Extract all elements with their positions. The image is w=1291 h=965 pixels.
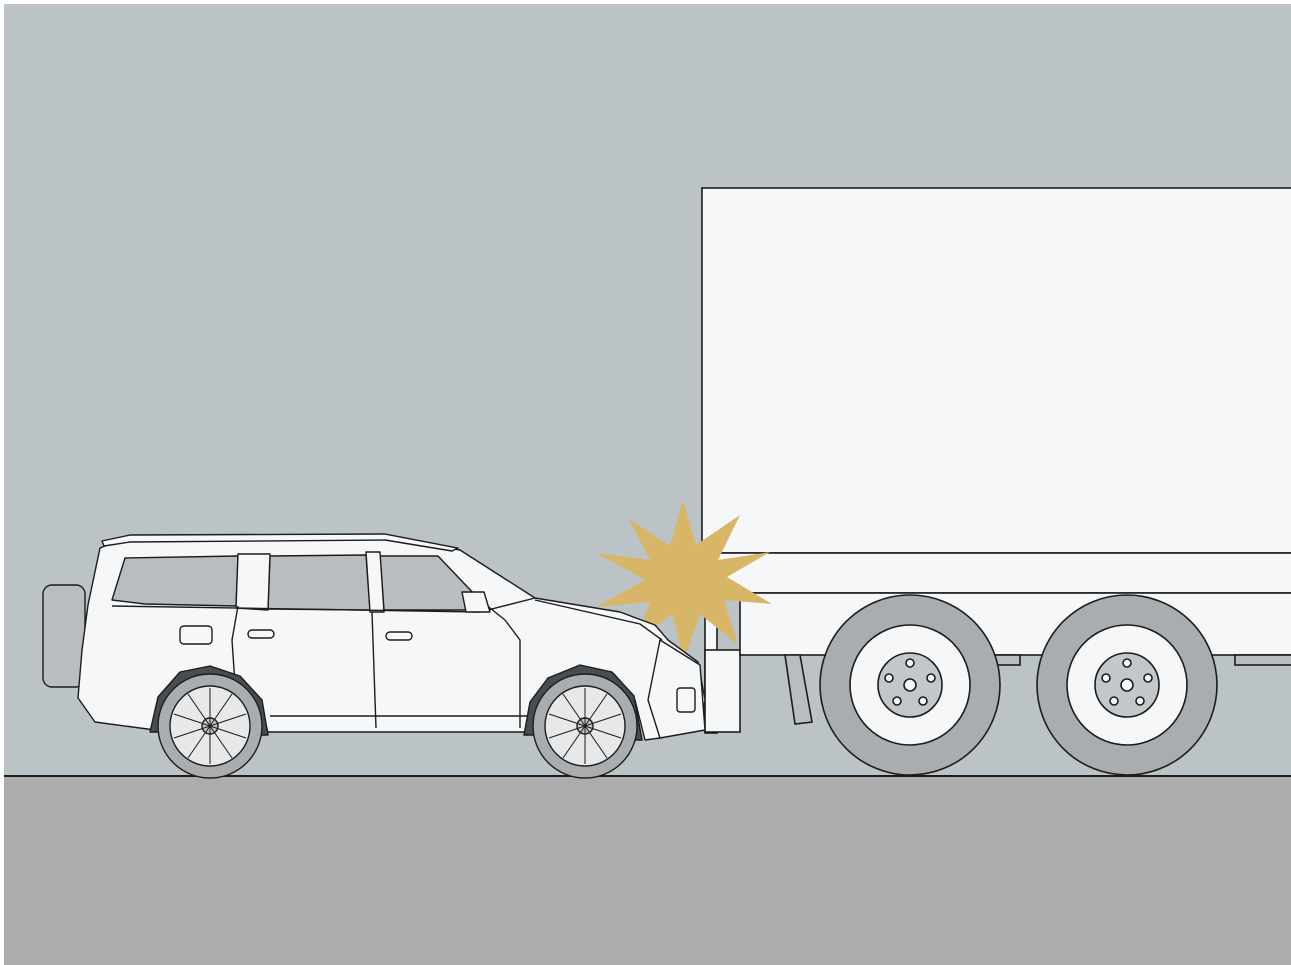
truck-wheel-2 [1036,594,1218,776]
chassis-step [1234,654,1291,666]
suv-rear-wheel [157,673,263,779]
chassis-step-left [994,654,1021,666]
b-pillar [365,551,385,613]
rear-door-window [267,554,371,611]
truck-trailer-icon [701,187,1291,776]
truck-wheel-1 [819,594,1001,776]
door-line-mid [371,611,377,729]
fog-light [676,687,696,713]
suv-front-wheel [532,673,638,779]
hood-line [534,599,663,641]
trailer-box [701,187,1291,554]
side-mirror [461,591,491,613]
spare-tire [42,584,86,688]
c-pillar [235,553,271,611]
mud-flap [784,654,813,725]
white-frame-left [0,0,4,965]
ground-strip [0,776,1291,965]
rear-door-handle [247,629,275,639]
trailer-floor-rail [701,552,1291,594]
rear-quarter-window [111,555,239,607]
door-line-front [479,599,521,728]
front-fascia [647,639,706,739]
fuel-cap [179,625,213,645]
front-door-handle [385,631,413,641]
impact-star-icon [596,500,772,660]
white-frame-top [0,0,1291,4]
suv-vehicle-icon [42,533,706,779]
roof-rail [101,533,459,552]
rear-bumper-bar [704,649,741,733]
